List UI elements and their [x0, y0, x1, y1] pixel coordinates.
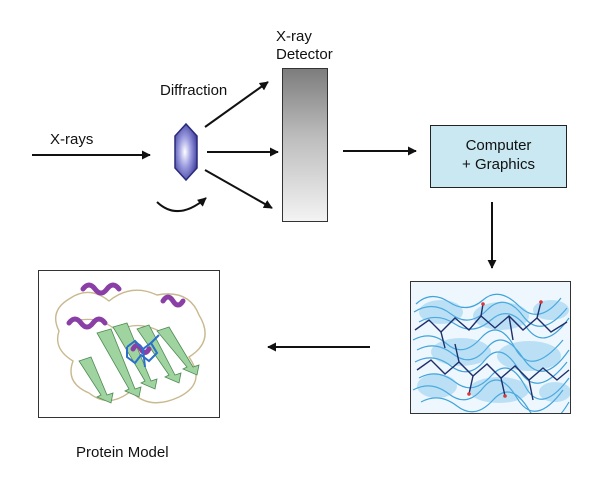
- computer-label-line1: Computer: [465, 137, 532, 154]
- detector-label: X-ray Detector: [276, 28, 333, 64]
- detector-label-line1: X-ray: [276, 28, 312, 45]
- diffraction-arrow-up: [204, 81, 269, 128]
- protein-model-image: [38, 270, 220, 418]
- crystal-icon: [174, 122, 198, 182]
- diffraction-arrow-down: [204, 169, 273, 209]
- density-map-graphic: [411, 282, 570, 413]
- computer-graphics-box: Computer + Graphics: [430, 125, 567, 188]
- computer-label-line2: + Graphics: [462, 156, 535, 173]
- xray-detector-panel: [282, 68, 328, 222]
- electron-density-map-image: [410, 281, 571, 414]
- protein-model-label: Protein Model: [76, 444, 169, 461]
- rotation-arrow-icon: [156, 197, 207, 212]
- diffraction-label: Diffraction: [160, 82, 228, 99]
- xrays-label: X-rays: [50, 131, 94, 148]
- protein-model-graphic: [39, 271, 219, 417]
- detector-label-line2: Detector: [276, 46, 333, 63]
